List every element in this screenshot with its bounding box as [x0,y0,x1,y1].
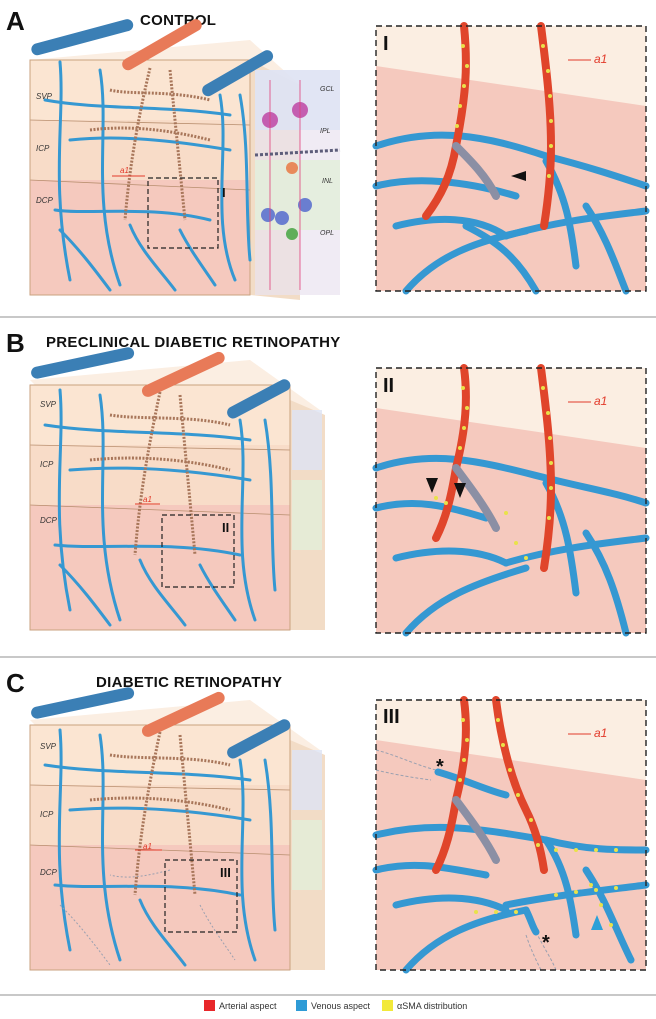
legend-label-asma: αSMA distribution [397,1001,468,1011]
side-label-ipl: IPL [320,128,331,135]
legend-swatch-arterial [204,1000,215,1011]
inset-label: III [383,706,400,728]
retina-block-diagram [29,19,341,300]
roi-label: II [222,520,230,535]
inset-vessel-label: a1 [594,726,608,740]
layer-label-dcp: DCP [40,516,57,525]
inset-label: I [383,33,389,55]
roi-label: III [220,865,231,880]
panel-letter: A [6,6,25,36]
vessel-label-a1: a1 [143,842,152,851]
layer-label-svp: SVP [40,742,57,751]
panel-letter: C [6,668,25,698]
legend-label-venous: Venous aspect [311,1001,371,1011]
panel-separator [0,656,656,658]
panel-b: B PRECLINICAL DIABETIC RETINOPATHY [0,320,656,655]
retina-block-diagram [29,347,325,631]
panel-title: DIABETIC RETINOPATHY [96,674,283,691]
legend-label-arterial: Arterial aspect [219,1001,277,1011]
vessel-label-a1: a1 [143,495,152,504]
roi-label: I [222,185,226,200]
layer-label-icp: ICP [36,144,50,153]
layer-label-dcp: DCP [36,196,53,205]
legend-swatch-asma [382,1000,393,1011]
inset-zoom-iii [372,696,650,974]
layer-label-icp: ICP [40,460,54,469]
retina-block-diagram [29,687,325,971]
panel-c: C DIABETIC RETINOPATHY [0,660,656,995]
inset-vessel-label: a1 [594,52,608,66]
legend-separator [0,994,656,996]
panel-title: PRECLINICAL DIABETIC RETINOPATHY [46,334,341,351]
inset-zoom-i [372,22,650,295]
side-label-gcl: GCL [320,86,335,93]
layer-label-svp: SVP [36,92,53,101]
vessel-label-a1: a1 [120,166,129,175]
asterisk-marker: * [436,756,444,778]
side-label-inl: INL [322,178,333,185]
inset-vessel-label: a1 [594,394,608,408]
layer-label-dcp: DCP [40,868,57,877]
panel-a: A CONTROL [0,0,656,315]
inset-label: II [383,375,395,397]
inset-zoom-ii [372,364,650,637]
asterisk-marker: * [542,932,550,954]
legend-swatch-venous [296,1000,307,1011]
layer-label-icp: ICP [40,810,54,819]
layer-label-svp: SVP [40,400,57,409]
panel-separator [0,316,656,318]
side-label-opl: OPL [320,230,335,237]
panel-letter: B [6,328,25,358]
legend: Arterial aspect Venous aspect αSMA distr… [0,998,656,1018]
